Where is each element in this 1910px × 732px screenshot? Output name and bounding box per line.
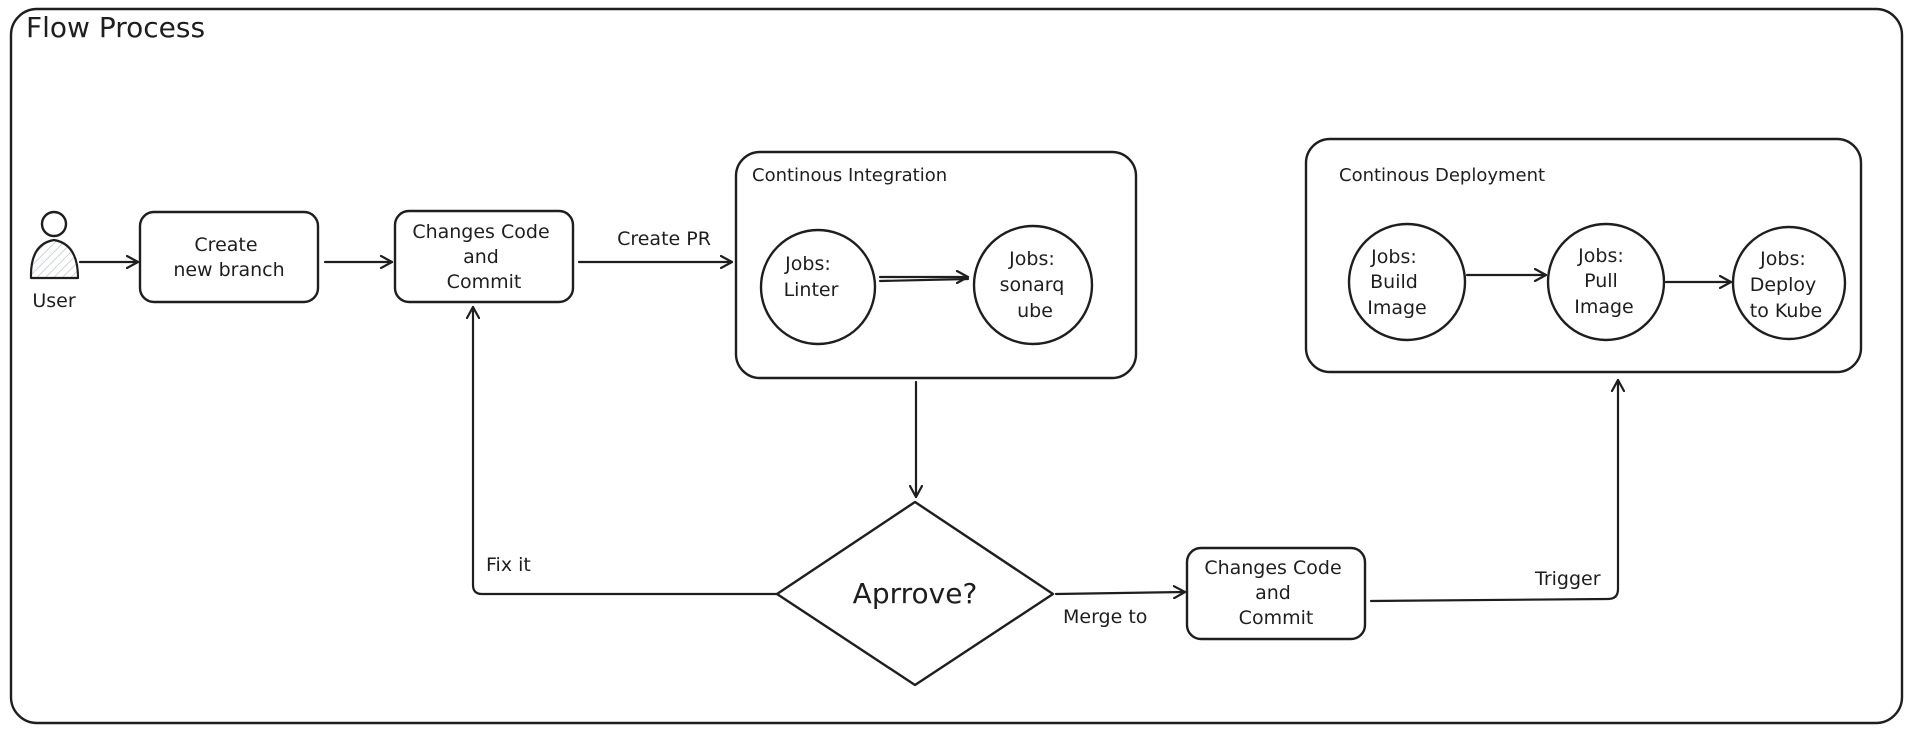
cd-job-2-line-3: Image [1574,296,1634,318]
arrow-fixit-to-changes [473,305,779,596]
ci-group: Continous Integration Jobs: Linter Jobs:… [734,150,1138,380]
user-actor: User [29,210,80,312]
ci-job-2-line-3: ube [1017,300,1053,322]
changes-bottom-line-2: and [1255,582,1291,604]
cd-title: Continous Deployment [1339,165,1545,186]
create-branch-line-2: new branch [173,259,284,281]
ci-job-1-line-2: Linter [784,279,839,301]
ci-job-2-line-2: sonarq [1000,274,1065,296]
create-branch-node: Create new branch [138,210,320,304]
arrow-changes-to-cd [1369,378,1618,603]
svg-text:Jobs: Build Im: Jobs: Build Image [1367,246,1427,319]
approve-label: Aprrove? [853,577,978,610]
changes-commit-bottom-node: Changes Code and Commit [1185,546,1367,641]
ci-job-linter: Jobs: Linter [759,228,877,346]
cd-job-1-line-1: Jobs: [1370,246,1417,268]
person-icon [29,210,80,280]
svg-text:Changes Code and C: Changes Code and Commit [1204,557,1347,629]
cd-group: Continous Deployment Jobs: Build Image J… [1304,137,1863,374]
svg-text:Jobs: Linter: Jobs: Linter [784,253,839,301]
changes-bottom-line-3: Commit [1239,607,1314,629]
changes-bottom-line-1: Changes Code [1204,557,1341,579]
cd-job-2-line-2: Pull [1584,270,1618,292]
approve-decision: Aprrove? [775,500,1055,687]
ci-title: Continous Integration [752,165,947,186]
cd-job-pull-image: Jobs: Pull Image [1546,222,1666,342]
merge-to-label: Merge to [1063,606,1147,628]
svg-text:Jobs: Deploy t: Jobs: Deploy to Kube [1750,248,1823,322]
svg-text:Changes Code and C: Changes Code and Commit [412,221,555,293]
user-label: User [32,290,75,312]
trigger-label: Trigger [1534,568,1601,590]
changes-top-line-1: Changes Code [412,221,549,243]
cd-job-3-line-1: Jobs: [1759,248,1806,270]
arrow-approve-to-changes [1054,592,1187,594]
ci-job-2-line-1: Jobs: [1008,248,1055,270]
changes-top-line-2: and [463,246,499,268]
changes-commit-top-node: Changes Code and Commit [393,209,575,304]
changes-top-line-3: Commit [447,271,522,293]
cd-job-1-line-2: Build [1370,271,1418,293]
fix-it-label: Fix it [486,554,531,576]
arrow-linter-to-sonarqube-sketch [878,277,970,283]
cd-job-build-image: Jobs: Build Image [1347,222,1467,342]
cd-job-1-line-3: Image [1367,297,1427,319]
svg-text:Jobs: sonarq u: Jobs: sonarq ube [1000,248,1071,322]
ci-job-sonarqube: Jobs: sonarq ube [972,224,1094,346]
cd-job-3-line-2: Deploy [1750,274,1817,296]
svg-text:Jobs: Pull Ima: Jobs: Pull Image [1574,245,1634,318]
cd-job-deploy-kube: Jobs: Deploy to Kube [1731,225,1847,341]
ci-job-1-line-1: Jobs: [784,253,831,275]
cd-job-3-line-3: to Kube [1750,300,1822,322]
svg-text:Create new branch: Create new branch [173,234,284,281]
cd-job-2-line-1: Jobs: [1577,245,1624,267]
create-pr-label: Create PR [617,228,711,250]
create-branch-line-1: Create [194,234,257,256]
frame-title: Flow Process [26,11,205,44]
flow-process-frame: Flow Process [9,7,1904,725]
